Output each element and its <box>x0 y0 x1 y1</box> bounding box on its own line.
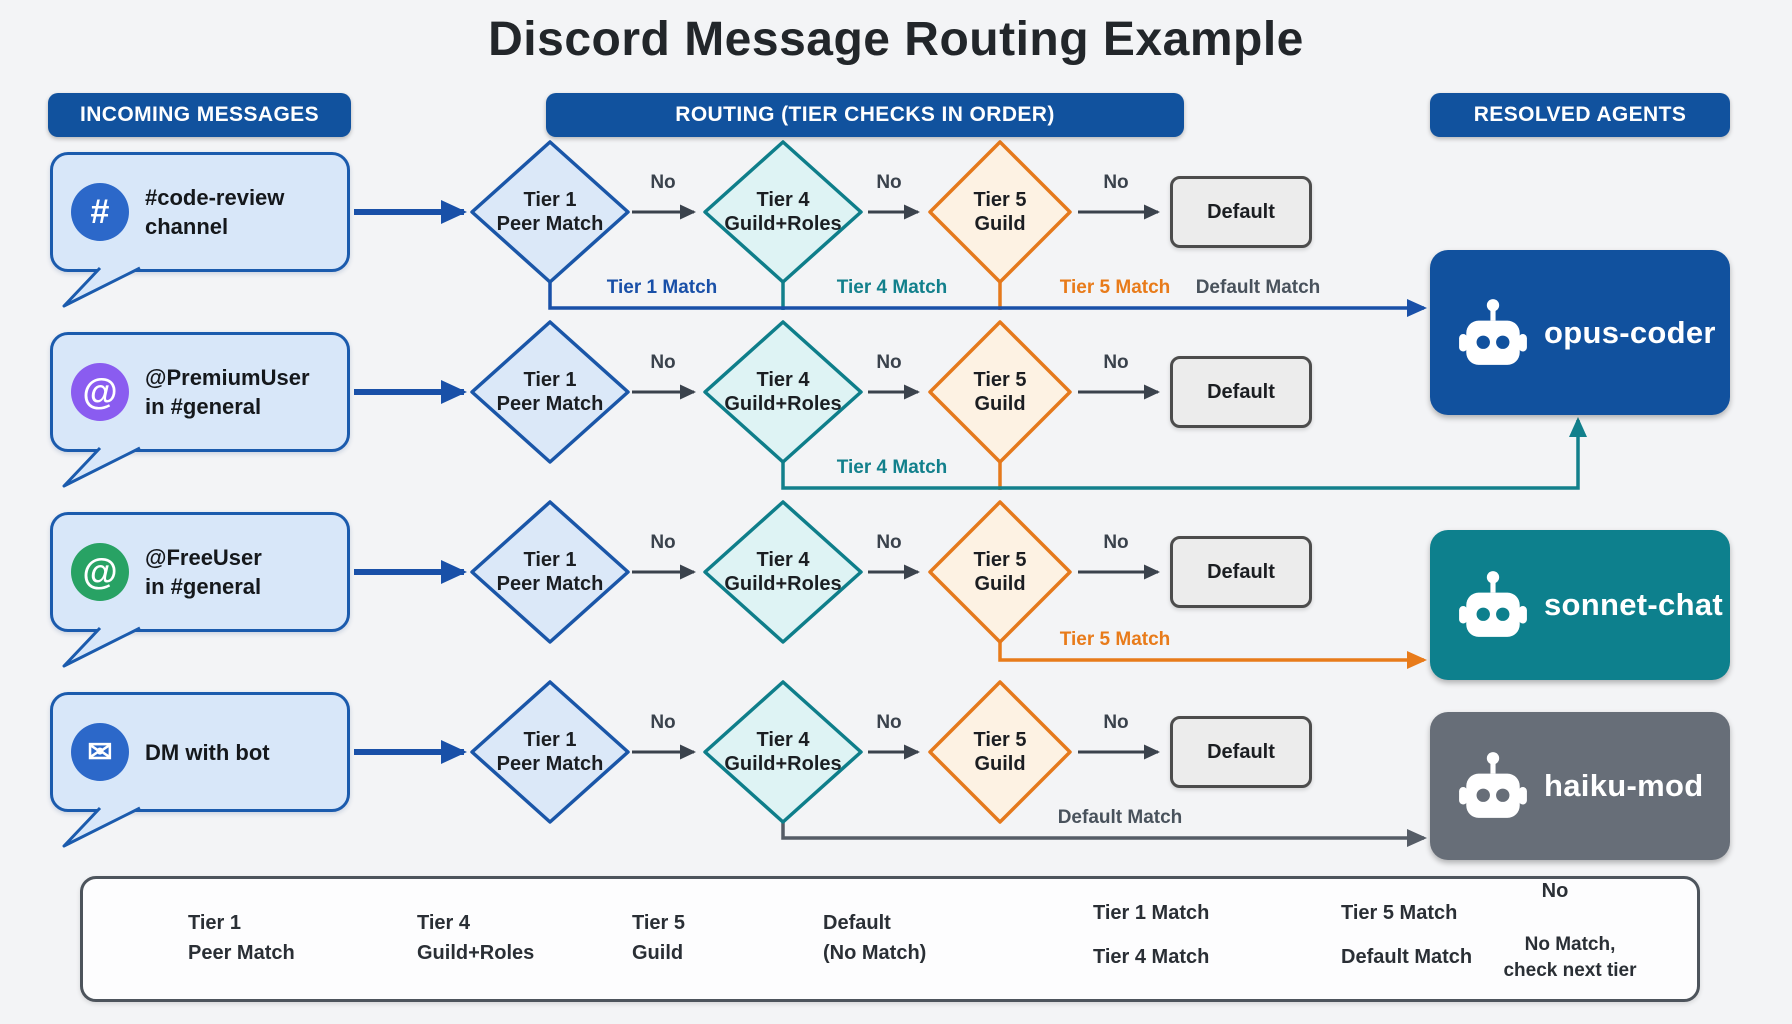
line-default-match-to-haiku <box>781 822 1427 847</box>
no-label: No <box>650 172 676 193</box>
diamond-tier1-r2 <box>470 320 630 464</box>
node-default-r1: Default <box>1170 176 1312 248</box>
robot-icon <box>1459 571 1527 637</box>
no-label: No <box>650 352 676 373</box>
node-default-r2: Default <box>1170 356 1312 428</box>
message-line1: @PremiumUser <box>145 365 310 390</box>
agent-name: haiku-mod <box>1544 768 1704 803</box>
legend-item-default: Default(No Match) <box>823 912 927 964</box>
no-label: No <box>650 712 676 733</box>
no-label: No <box>1103 352 1129 373</box>
match-label-tier5-r1: Tier 5 Match <box>1059 277 1171 298</box>
message-line2: in #general <box>145 574 262 599</box>
at-icon: @ <box>71 543 129 601</box>
legend-label-no: No <box>1541 880 1569 902</box>
node-default-r4: Default <box>1170 716 1312 788</box>
agent-sonnet-chat: sonnet-chat <box>1430 530 1730 680</box>
line-tier4-match-to-opus <box>781 417 1587 490</box>
no-label: No <box>1103 172 1129 193</box>
no-label: No <box>1103 532 1129 553</box>
message-line1: #code-review <box>145 185 285 210</box>
message-bubble-code-review: # #code-review channel <box>50 152 350 272</box>
agent-haiku-mod: haiku-mod <box>1430 712 1730 860</box>
message-text: @PremiumUser in #general <box>145 363 310 421</box>
match-label-default-r4: Default Match <box>1057 807 1183 828</box>
at-icon: @ <box>71 363 129 421</box>
line-tier5-match-to-sonnet <box>998 642 1427 669</box>
envelope-icon: ✉ <box>71 723 129 781</box>
robot-icon <box>1459 752 1527 818</box>
message-line2: in #general <box>145 394 262 419</box>
diamond-tier1-r4 <box>470 680 630 824</box>
message-bubble-free-user: @ @FreeUser in #general <box>50 512 350 632</box>
agent-opus-coder: opus-coder <box>1430 250 1730 415</box>
legend-label-tier5-match: Tier 5 Match <box>1341 902 1458 924</box>
header-routing: ROUTING (TIER CHECKS IN ORDER) <box>546 93 1184 137</box>
node-default-r3: Default <box>1170 536 1312 608</box>
diamond-tier1-r1 <box>470 140 630 284</box>
diamond-tier5-r4 <box>928 680 1072 824</box>
legend <box>80 876 1700 1002</box>
diamond-tier4-r4 <box>703 680 863 824</box>
message-line1: DM with bot <box>145 739 270 765</box>
legend-label-default-match: Default Match <box>1341 946 1473 968</box>
message-bubble-premium-user: @ @PremiumUser in #general <box>50 332 350 452</box>
message-line1: @FreeUser <box>145 545 262 570</box>
header-resolved-agents: RESOLVED AGENTS <box>1430 93 1730 137</box>
hash-icon: # <box>71 183 129 241</box>
no-label: No <box>876 172 902 193</box>
agent-name: opus-coder <box>1544 314 1716 350</box>
page-title: Discord Message Routing Example <box>488 13 1304 66</box>
match-label-tier1-r1: Tier 1 Match <box>606 277 718 298</box>
match-label-tier4-r2: Tier 4 Match <box>836 457 948 478</box>
no-label: No <box>1103 712 1129 733</box>
legend-label-tier4-match: Tier 4 Match <box>1093 946 1210 968</box>
message-bubble-dm: ✉ DM with bot <box>50 692 350 812</box>
line-tier1-match-to-opus <box>548 282 1427 317</box>
match-label-tier4-r1: Tier 4 Match <box>836 277 948 298</box>
message-line2: channel <box>145 214 229 239</box>
diamond-tier5-r1 <box>928 140 1072 284</box>
diamond-tier4-r3 <box>703 500 863 644</box>
no-label: No <box>876 352 902 373</box>
diamond-tier1-r3 <box>470 500 630 644</box>
robot-icon <box>1459 298 1527 365</box>
message-text: DM with bot <box>145 738 270 767</box>
legend-no-description: No Match,check next tier <box>1503 934 1637 981</box>
diamond-tier4-r1 <box>703 140 863 284</box>
match-label-default-r1: Default Match <box>1195 277 1321 298</box>
diamond-tier5-r3 <box>928 500 1072 644</box>
header-incoming-messages: INCOMING MESSAGES <box>48 93 351 137</box>
message-text: #code-review channel <box>145 183 284 241</box>
no-label: No <box>650 532 676 553</box>
no-label: No <box>876 712 902 733</box>
agent-name: sonnet-chat <box>1544 587 1723 622</box>
message-text: @FreeUser in #general <box>145 543 262 601</box>
diamond-tier5-r2 <box>928 320 1072 464</box>
no-label: No <box>876 532 902 553</box>
match-label-tier5-r3: Tier 5 Match <box>1059 629 1171 650</box>
legend-label-tier1-match: Tier 1 Match <box>1093 902 1210 924</box>
diamond-tier4-r2 <box>703 320 863 464</box>
